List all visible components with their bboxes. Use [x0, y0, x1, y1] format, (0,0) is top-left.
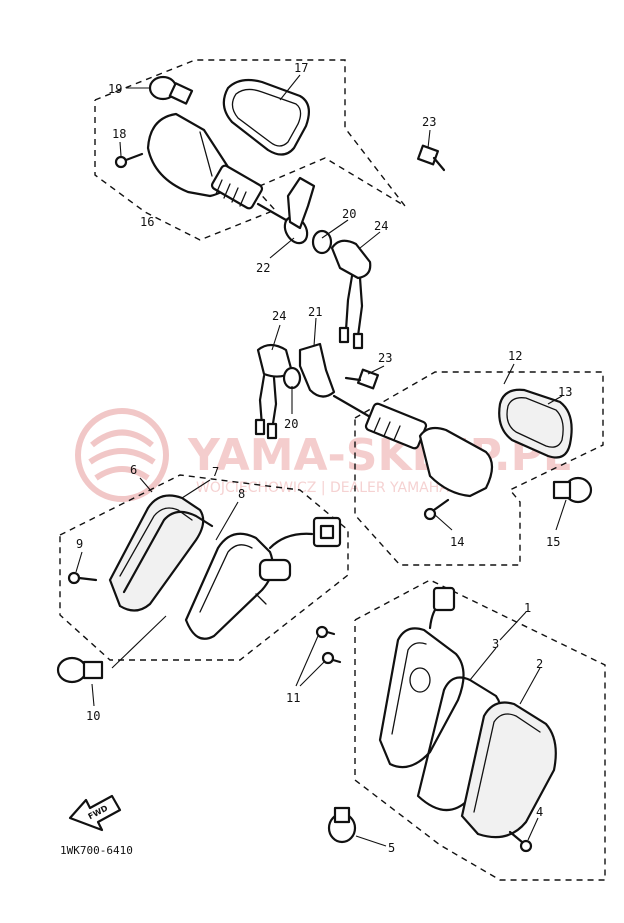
- bulb-10-icon: [56, 656, 104, 684]
- watermark-logo-icon: [75, 408, 169, 502]
- callout-3: 3: [492, 637, 499, 651]
- lens-13: [498, 388, 573, 459]
- lens-17: [222, 78, 311, 156]
- callout-2: 2: [536, 657, 543, 671]
- callout-21: 21: [308, 305, 322, 319]
- housing-1: [378, 586, 465, 769]
- callout-13: 13: [558, 385, 572, 399]
- callout-11: 11: [286, 691, 300, 705]
- group-16-outline: [94, 59, 406, 241]
- callout-1: 1: [524, 601, 531, 615]
- group-12-outline: [354, 371, 604, 566]
- fwd-arrow-icon: FWD: [68, 794, 122, 832]
- screw-11a-icon: [315, 625, 336, 639]
- nut-20-top-icon: [311, 229, 333, 255]
- signal-housing-16: [146, 112, 302, 230]
- callout-19: 19: [108, 82, 122, 96]
- nut-20-mid-icon: [282, 366, 302, 390]
- lens-7: [108, 494, 205, 612]
- callout-labels: 1 2 3 4 5 6 7 8 9 10 11 12 13 14 15 16 1…: [76, 61, 572, 855]
- screw-4-icon: [508, 830, 533, 853]
- drawing-code: 1WK700-6410: [60, 844, 133, 857]
- bolt-23-top-icon: [416, 144, 446, 172]
- bulb-19-icon: [148, 75, 194, 105]
- group-outlines: [59, 59, 606, 881]
- watermark: YAMA-SKLEP.PL WOJCIECHOWICZ | DEALER YAM…: [75, 408, 571, 502]
- callout-5: 5: [388, 841, 395, 855]
- callout-9: 9: [76, 537, 83, 551]
- callout-18: 18: [112, 127, 126, 141]
- gasket-6: [122, 510, 214, 594]
- callout-20-mid: 20: [284, 417, 298, 431]
- screw-9-icon: [67, 571, 98, 585]
- callout-10: 10: [86, 709, 100, 723]
- callout-7: 7: [212, 465, 219, 479]
- callout-20-top: 20: [342, 207, 356, 221]
- screw-18-icon: [114, 152, 144, 169]
- callout-6: 6: [130, 463, 137, 477]
- callout-4: 4: [536, 805, 543, 819]
- bolt-23-mid-icon: [344, 368, 380, 390]
- lens-2: [460, 701, 557, 839]
- signal-housing-12: [332, 394, 494, 498]
- watermark-tagline: WOJCIECHOWICZ | DEALER YAMAHA: [196, 480, 449, 496]
- callout-17: 17: [294, 61, 308, 75]
- callout-24-mid: 24: [272, 309, 286, 323]
- callout-14: 14: [450, 535, 464, 549]
- watermark-brand: YAMA-SKLEP.PL: [187, 430, 571, 481]
- housing-8: [184, 516, 342, 640]
- screw-11b-icon: [321, 651, 342, 665]
- bulb-15-icon: [552, 476, 593, 504]
- group-6-outline: [59, 474, 349, 661]
- bulb-5-icon: [327, 806, 357, 844]
- callout-16: 16: [140, 215, 154, 229]
- leader-lines: [75, 74, 567, 847]
- screw-14-icon: [423, 498, 450, 521]
- bracket-21-icon: [298, 342, 336, 398]
- callout-23-top: 23: [422, 115, 436, 129]
- socket-24-top-icon: [330, 239, 372, 350]
- callout-15: 15: [546, 535, 560, 549]
- callout-24-top: 24: [374, 219, 388, 233]
- bracket-top-icon: [286, 176, 316, 230]
- callout-22: 22: [256, 261, 270, 275]
- callout-8: 8: [238, 487, 245, 501]
- callout-23-mid: 23: [378, 351, 392, 365]
- callout-12: 12: [508, 349, 522, 363]
- socket-24-mid-icon: [254, 343, 294, 440]
